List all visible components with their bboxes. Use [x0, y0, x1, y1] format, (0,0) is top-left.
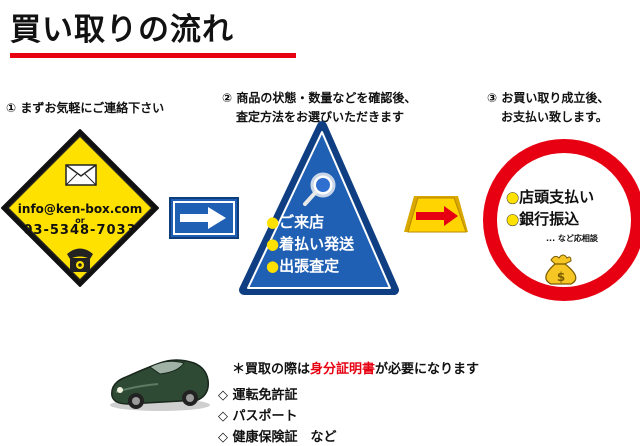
payment-circle-sign: [483, 139, 640, 301]
method-item: ●ご来店: [266, 213, 325, 231]
telephone-icon: [67, 248, 93, 272]
id-note-suffix: が必要になります: [375, 362, 480, 377]
contact-diamond-sign: [1, 129, 159, 287]
money-bag-icon: $: [545, 254, 577, 285]
contact-phone: 03-5348-7033: [23, 223, 137, 238]
bullet-icon: ●: [506, 188, 520, 207]
document-item: ◇ 健康保険証 など: [218, 430, 337, 445]
magnifier-icon: [303, 172, 336, 206]
step1-line1: ① まずお気軽にご連絡下さい: [6, 101, 165, 115]
payment-list: ●店頭支払い ●銀行振込: [506, 186, 594, 230]
id-requirement-note: ＊買取の際は身分証明書が必要になります: [232, 358, 479, 377]
payment-item: ●店頭支払い: [506, 188, 595, 207]
bullet-icon: ●: [266, 213, 280, 231]
id-note-highlight: 身分証明書: [310, 362, 376, 377]
method-triangle-sign: [239, 121, 399, 295]
envelope-icon: [65, 164, 97, 186]
step2-line2: 査定方法をお選びいただきます: [236, 110, 405, 124]
title-underline: [10, 53, 296, 58]
bullet-icon: ●: [266, 257, 280, 275]
step3-line1: ③ お買い取り成立後、: [487, 91, 610, 105]
step2-text: ② 商品の状態・数量などを確認後、 査定方法をお選びいただきます: [222, 89, 416, 127]
arrow-easel-sign: [404, 196, 468, 233]
method-item: ●着払い発送: [266, 235, 355, 253]
step1-text: ① まずお気軽にご連絡下さい: [6, 99, 164, 118]
method-list: ●ご来店 ●着払い発送 ●出張査定: [266, 211, 354, 277]
right-arrow-sign-icon: [169, 197, 239, 239]
contact-email: info@ken-box.com: [17, 202, 143, 216]
payment-note: ... など応相談: [546, 234, 598, 243]
bullet-icon: ●: [266, 235, 280, 253]
page-title: 買い取りの流れ: [10, 12, 234, 48]
svg-text:$: $: [557, 270, 565, 284]
contact-or: or: [75, 216, 85, 225]
method-item: ●出張査定: [266, 257, 340, 275]
id-note-prefix: ＊買取の際は: [232, 362, 311, 377]
step3-line2: お支払い致します。: [501, 110, 608, 124]
car-image: [110, 359, 210, 411]
payment-item: ●銀行振込: [506, 210, 580, 229]
step2-line1: ② 商品の状態・数量などを確認後、: [222, 91, 417, 105]
document-item: ◇ 運転免許証: [218, 388, 298, 403]
document-item: ◇ パスポート: [218, 409, 298, 424]
bullet-icon: ●: [506, 210, 520, 229]
step3-text: ③ お買い取り成立後、 お支払い致します。: [487, 89, 609, 127]
